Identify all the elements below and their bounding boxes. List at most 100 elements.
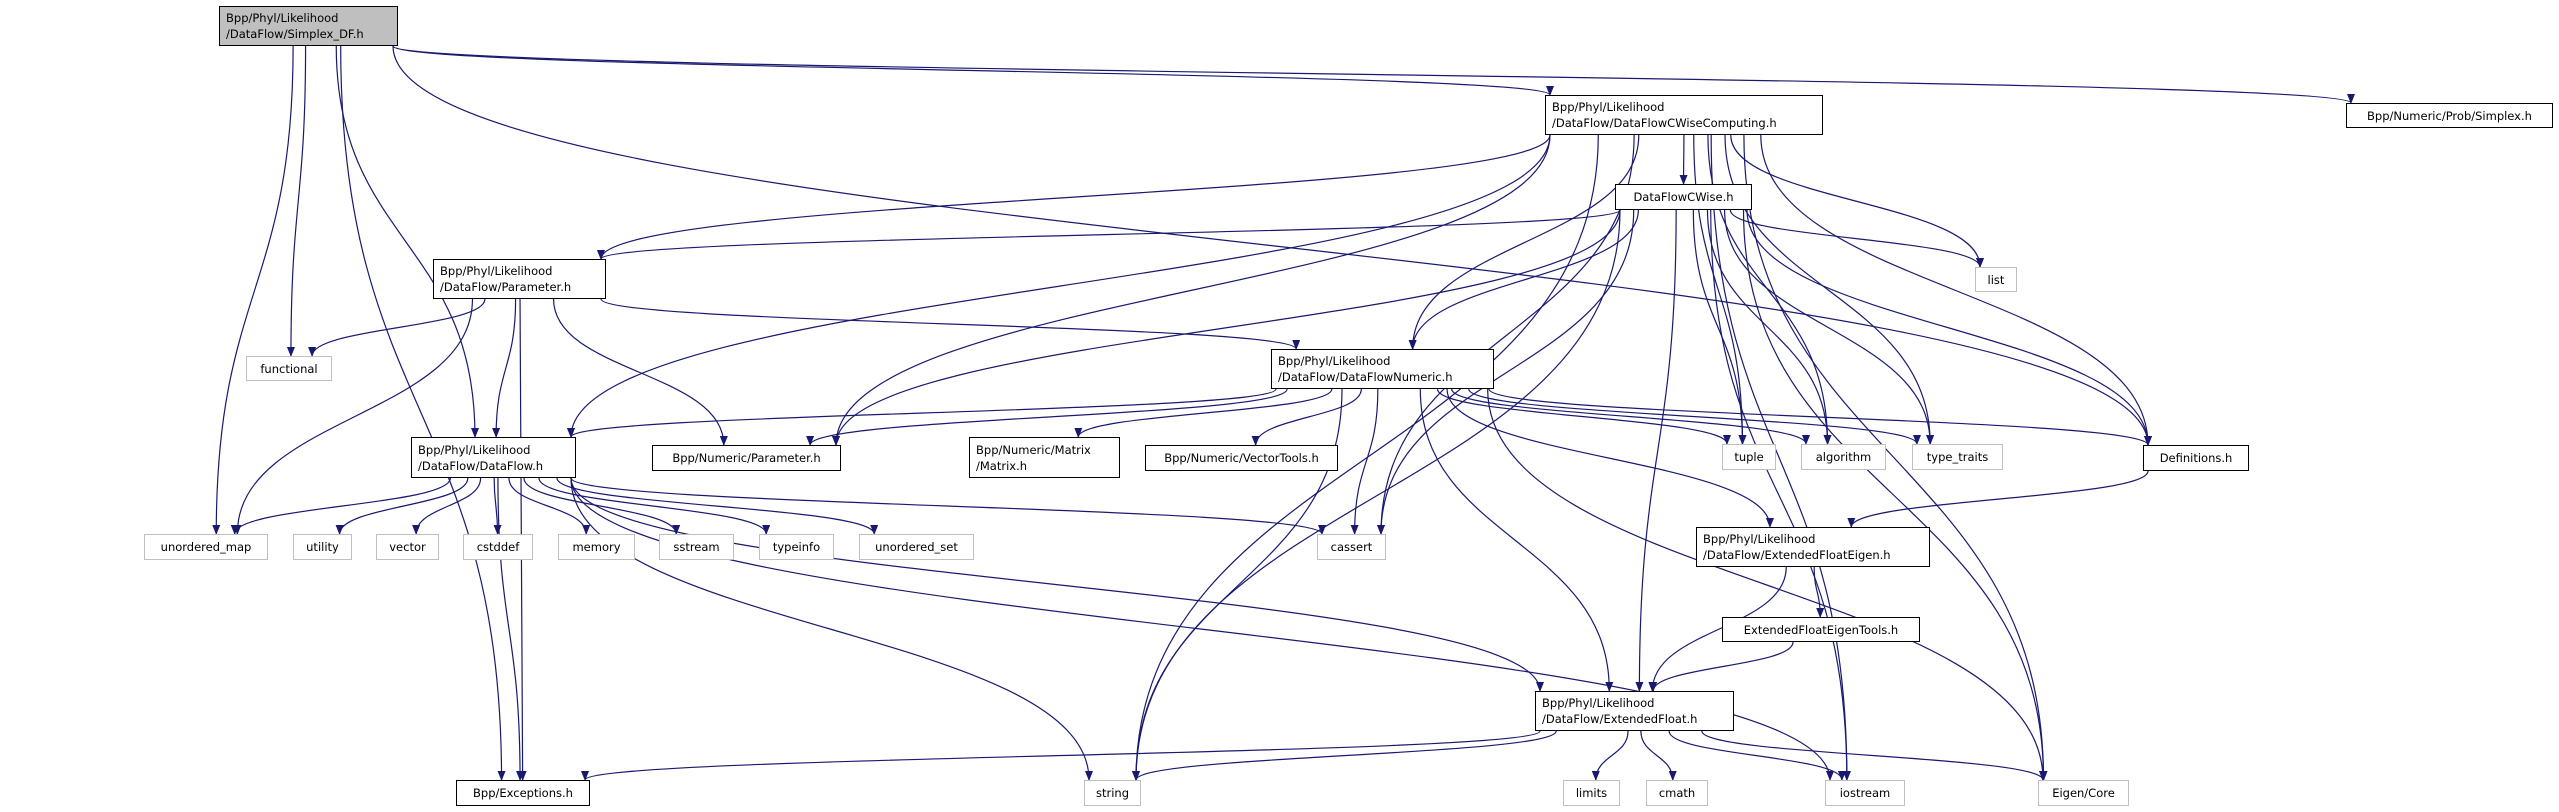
node-type-traits: type_traits <box>1912 444 2003 470</box>
edge-cwise-to-list <box>1729 209 1984 268</box>
node-vector: vector <box>376 534 439 560</box>
edge-dataflow-to-exceptions <box>497 477 525 781</box>
node-limits: limits <box>1563 780 1620 806</box>
node-cstddef: cstddef <box>463 534 533 560</box>
edge-cwisecomputing-to-tuple <box>1693 134 1747 445</box>
edge-cwisecomputing-to-definitions <box>1760 134 2152 446</box>
edge-numeric_df-to-algorithm <box>1451 388 1810 445</box>
edge-phyl_parameter-to-numeric_df <box>600 298 1300 350</box>
edge-cwisecomputing-to-numeric_df <box>1408 134 1640 350</box>
node-label: algorithm <box>1815 450 1872 464</box>
edge-efe-to-efetools <box>1813 566 1825 618</box>
node-label: /DataFlow/ExtendedFloat.h <box>1542 712 1698 726</box>
node-label: memory <box>572 540 621 554</box>
edge-dataflow-to-utility <box>335 477 469 535</box>
node-label: Bpp/Numeric/VectorTools.h <box>1164 451 1319 465</box>
edge-extfloat-to-exceptions <box>581 730 1541 781</box>
edge-phyl_parameter-to-num_parameter <box>552 298 728 446</box>
edge-dataflow-to-extfloat <box>570 477 1544 692</box>
edge-numeric_df-to-tuple <box>1436 388 1731 445</box>
edge-dataflow-to-cstddef <box>493 477 502 535</box>
node-label: cmath <box>1658 786 1696 800</box>
node-unordered-set: unordered_set <box>859 534 974 560</box>
node-label: Bpp/Phyl/Likelihood <box>440 264 553 278</box>
edge-extfloat-to-limits <box>1591 730 1629 781</box>
edge-extfloat-to-cmath <box>1640 730 1677 781</box>
node-definitions[interactable]: Definitions.h <box>2143 445 2249 471</box>
edge-dataflow-to-unordered_map <box>230 477 451 535</box>
node-label: Bpp/Numeric/Prob/Simplex.h <box>2367 108 2532 123</box>
node-prob-simplex[interactable]: Bpp/Numeric/Prob/Simplex.h <box>2346 103 2553 128</box>
node-dataflow[interactable]: Bpp/Phyl/Likelihood/DataFlow/DataFlow.h <box>411 437 576 478</box>
edge-numeric_df-to-cassert <box>1350 388 1379 535</box>
node-label: iostream <box>1839 786 1891 800</box>
edge-dataflow-to-typeinfo <box>538 477 771 535</box>
edge-cwisecomputing-to-list <box>1730 134 1984 268</box>
node-label: ExtendedFloatEigenTools.h <box>1743 622 1899 637</box>
edge-simplex_df-to-unordered_map <box>212 45 294 535</box>
node-label: /DataFlow/DataFlow.h <box>418 458 544 473</box>
edge-numeric_df-to-vectortools <box>1251 388 1362 446</box>
node-label: sstream <box>673 540 720 554</box>
edge-dataflow-to-cassert <box>570 477 1326 535</box>
node-label: unordered_map <box>160 540 252 554</box>
node-label: functional <box>260 361 318 376</box>
node-label: list <box>1987 272 2005 287</box>
edge-phyl_parameter-to-dataflow <box>492 298 517 438</box>
node-matrix[interactable]: Bpp/Numeric/Matrix/Matrix.h <box>969 437 1120 478</box>
edge-cwisecomputing-to-eigen_core <box>1743 134 2048 781</box>
node-label: /DataFlow/DataFlowCWiseComputing.h <box>1552 116 1777 130</box>
node-label: Bpp/Numeric/Matrix <box>976 442 1091 457</box>
node-utility: utility <box>293 534 352 560</box>
edge-numeric_df-to-matrix <box>1074 388 1333 438</box>
node-efetools[interactable]: ExtendedFloatEigenTools.h <box>1722 617 1920 642</box>
node-label: Bpp/Numeric/Parameter.h <box>672 451 821 465</box>
node-label: /DataFlow/Simplex_DF.h <box>226 27 364 41</box>
node-label: vector <box>389 540 426 554</box>
node-unordered-map: unordered_map <box>144 534 268 560</box>
node-label: /Matrix.h <box>976 458 1028 473</box>
edge-cwise-to-definitions <box>1746 209 2152 446</box>
edge-simplex_df-to-exceptions <box>340 45 506 781</box>
node-vectortools[interactable]: Bpp/Numeric/VectorTools.h <box>1145 445 1338 471</box>
edge-extfloat-to-string <box>1132 730 1557 781</box>
node-label: limits <box>1575 786 1608 800</box>
node-label: DataFlowCWise.h <box>1633 190 1734 204</box>
node-numeric-df[interactable]: Bpp/Phyl/Likelihood/DataFlow/DataFlowNum… <box>1271 349 1494 389</box>
node-label: Bpp/Phyl/Likelihood <box>1552 100 1665 114</box>
node-label: /DataFlow/Parameter.h <box>440 280 572 294</box>
edge-cwise-to-iostream <box>1710 209 1851 781</box>
node-string: string <box>1084 780 1141 806</box>
node-num-parameter[interactable]: Bpp/Numeric/Parameter.h <box>652 445 841 471</box>
node-efe[interactable]: Bpp/Phyl/Likelihood/DataFlow/ExtendedFlo… <box>1696 527 1930 567</box>
edge-definitions-to-efe <box>1847 470 2149 528</box>
node-label: Bpp/Phyl/Likelihood <box>226 11 339 25</box>
edge-cwise-to-numeric_df <box>1408 209 1639 350</box>
node-list: list <box>1975 267 2017 292</box>
node-label: utility <box>306 540 339 554</box>
node-eigen-core: Eigen/Core <box>2038 780 2129 806</box>
edge-cwise-to-num_parameter <box>832 209 1621 446</box>
edge-numeric_df-to-dataflow <box>567 388 1277 438</box>
node-cwisecomputing[interactable]: Bpp/Phyl/Likelihood/DataFlow/DataFlowCWi… <box>1545 95 1823 135</box>
node-algorithm: algorithm <box>1801 444 1886 470</box>
node-functional: functional <box>246 356 332 381</box>
edge-dataflow-to-iostream <box>570 477 1834 781</box>
node-label: Bpp/Phyl/Likelihood <box>418 442 531 457</box>
node-label: Definitions.h <box>2159 451 2233 465</box>
node-phyl-parameter[interactable]: Bpp/Phyl/Likelihood/DataFlow/Parameter.h <box>433 259 606 299</box>
edge-numeric_df-to-type_traits <box>1468 388 1921 445</box>
node-extfloat[interactable]: Bpp/Phyl/Likelihood/DataFlow/ExtendedFlo… <box>1535 691 1734 731</box>
node-cwise[interactable]: DataFlowCWise.h <box>1615 184 1752 210</box>
edge-simplex_df-to-functional <box>286 45 307 357</box>
node-cassert: cassert <box>1317 534 1386 560</box>
edge-simplex_df-to-dataflow <box>335 45 479 438</box>
edge-numeric_df-to-num_parameter <box>806 388 1288 446</box>
node-label: type_traits <box>1926 450 1989 464</box>
edge-cwise-to-type_traits <box>1724 209 1935 445</box>
node-simplex-df[interactable]: Bpp/Phyl/Likelihood/DataFlow/Simplex_DF.… <box>219 6 398 46</box>
edge-simplex_df-to-cwisecomputing <box>392 45 1554 96</box>
node-label: /DataFlow/DataFlowNumeric.h <box>1278 370 1453 384</box>
node-exceptions[interactable]: Bpp/Exceptions.h <box>456 780 590 806</box>
